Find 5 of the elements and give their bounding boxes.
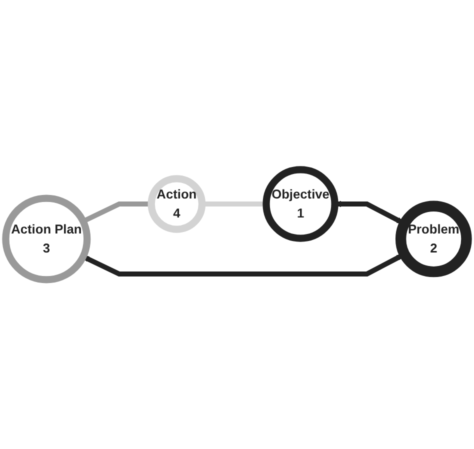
node-circle: Problem 2 [395,200,472,277]
node-circle: Objective 1 [262,166,338,242]
node-circle: Action Plan 3 [2,194,91,284]
arrow [82,254,403,276]
node-circle: Action 4 [148,174,206,233]
